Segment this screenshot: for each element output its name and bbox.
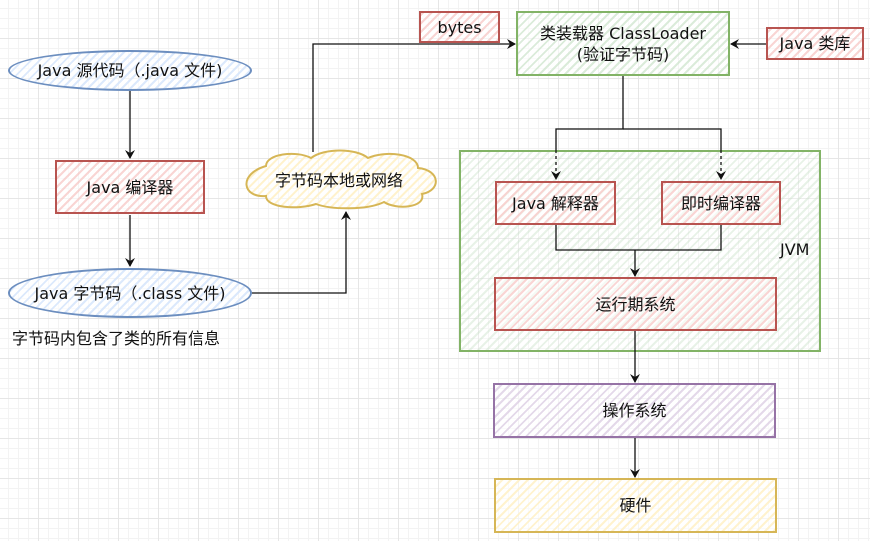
- edge-bytecode-to-network: [252, 211, 351, 294]
- jvm-label: JVM: [780, 240, 810, 259]
- bytes-label: bytes: [437, 17, 482, 37]
- java-bytecode-node[interactable]: Java 字节码（.class 文件): [8, 268, 252, 318]
- bytes-label-box[interactable]: bytes: [419, 11, 500, 43]
- interpreter-label: Java 解释器: [512, 193, 599, 213]
- classloader-node[interactable]: 类装载器 ClassLoader (验证字节码): [516, 11, 730, 76]
- operating-system-node[interactable]: 操作系统: [493, 383, 776, 438]
- classloader-subtitle: (验证字节码): [576, 44, 670, 64]
- interpreter-node[interactable]: Java 解释器: [495, 181, 616, 225]
- runtime-system-node[interactable]: 运行期系统: [494, 277, 777, 331]
- runtime-system-label: 运行期系统: [595, 294, 676, 314]
- java-library-label: Java 类库: [779, 34, 851, 53]
- local-or-network-label: 字节码本地或网络: [274, 171, 403, 190]
- classloader-title: 类装载器 ClassLoader: [540, 23, 706, 43]
- java-bytecode-label: Java 字节码（.class 文件): [34, 283, 226, 303]
- hardware-label: 硬件: [619, 496, 652, 515]
- bytecode-note: 字节码内包含了类的所有信息: [12, 329, 221, 348]
- edge-network-to-classloader: [312, 39, 516, 152]
- jit-compiler-node[interactable]: 即时编译器: [661, 181, 781, 225]
- operating-system-label: 操作系统: [602, 401, 667, 420]
- jit-compiler-label: 即时编译器: [680, 193, 761, 213]
- java-source-node[interactable]: Java 源代码（.java 文件): [8, 50, 252, 91]
- hardware-node[interactable]: 硬件: [494, 478, 777, 533]
- local-or-network-node[interactable]: 字节码本地或网络: [236, 148, 442, 210]
- java-compiler-node[interactable]: Java 编译器: [55, 160, 205, 214]
- java-source-label: Java 源代码（.java 文件): [37, 61, 223, 80]
- java-library-node[interactable]: Java 类库: [766, 27, 864, 60]
- java-compiler-label: Java 编译器: [86, 177, 174, 197]
